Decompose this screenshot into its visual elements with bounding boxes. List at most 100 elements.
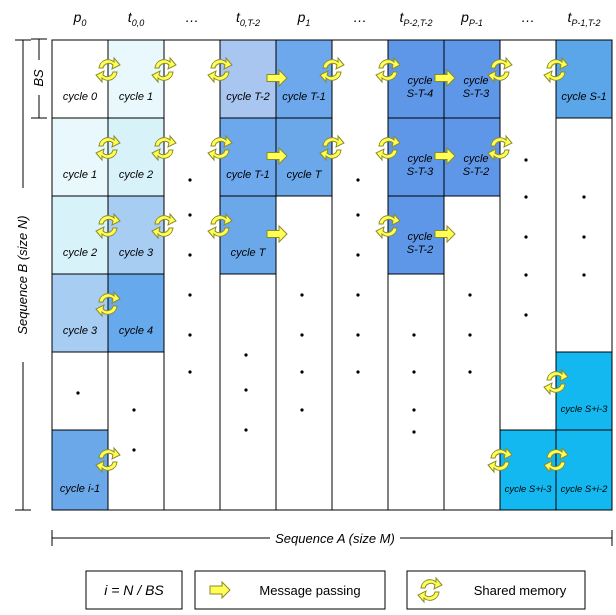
cycle-label: cycle 4 <box>119 325 153 337</box>
cell-8-5 <box>500 430 556 510</box>
ellipsis-dot <box>412 408 416 412</box>
ellipsis-dot <box>132 448 136 452</box>
shared-memory-icon <box>319 56 345 84</box>
shared-memory-icon <box>543 446 569 474</box>
ellipsis-dot <box>468 333 472 337</box>
cycle-label: cycle <box>407 231 432 243</box>
ellipsis-dot <box>524 195 528 199</box>
shared-memory-icon <box>95 56 121 84</box>
cell-1-0 <box>108 40 164 118</box>
column-header-1: t0,0 <box>128 9 144 28</box>
ellipsis-dot <box>188 178 192 182</box>
ellipsis-dot <box>300 293 304 297</box>
ellipsis-dot <box>468 370 472 374</box>
cycle-label: cycle <box>463 75 488 87</box>
column-header-4: p1 <box>297 9 311 28</box>
column-header-3: t0,T-2 <box>236 9 260 28</box>
sequence-b-axis: Sequence B (size N) <box>15 39 31 511</box>
message-passing-arrow-icon <box>266 68 288 88</box>
shared-memory-icon <box>375 56 401 84</box>
column-header-6: tP-2,T-2 <box>399 9 432 28</box>
legend-formula-box <box>85 570 183 610</box>
continuation-dots <box>76 158 586 452</box>
shared-memory-icon <box>95 134 121 162</box>
cycle-label: cycle 1 <box>63 169 97 181</box>
cycle-label: cycle S+i-2 <box>561 484 608 495</box>
ellipsis-dot <box>188 253 192 257</box>
cycle-label: cycle i-1 <box>60 483 100 495</box>
ellipsis-dot <box>356 333 360 337</box>
ellipsis-dot <box>524 313 528 317</box>
shared-memory-icon <box>95 290 121 318</box>
ellipsis-dot <box>300 333 304 337</box>
ellipsis-dot <box>412 333 416 337</box>
bs-bracket: BS <box>31 38 47 119</box>
ellipsis-dot <box>244 353 248 357</box>
cycle-label: S-T-2 <box>407 244 434 256</box>
cell-0-5 <box>52 430 108 510</box>
cycle-label: cycle <box>463 153 488 165</box>
cell-0-3 <box>52 274 108 352</box>
cycle-label: cycle <box>407 153 432 165</box>
column-header-5: … <box>353 9 367 25</box>
ellipsis-dot <box>300 370 304 374</box>
ellipsis-dot <box>412 430 416 434</box>
cycle-label: cycle 2 <box>119 169 153 181</box>
cycle-label: S-T-3 <box>463 88 490 100</box>
cycle-label: cycle 1 <box>119 91 153 103</box>
shared-memory-icon <box>487 134 513 162</box>
shared-memory-icon <box>95 446 121 474</box>
ellipsis-dot <box>468 293 472 297</box>
legend-shared-box <box>406 570 586 610</box>
ellipsis-dot <box>582 195 586 199</box>
grid-lines <box>51 39 613 511</box>
column-header-0: p0 <box>73 9 87 28</box>
message-passing-arrow-icon <box>434 146 456 166</box>
shared-memory-icon <box>151 56 177 84</box>
cycle-label: cycle <box>407 75 432 87</box>
ellipsis-dot <box>582 273 586 277</box>
ellipsis-dot <box>524 235 528 239</box>
legend: i = N / BS Message passing Shared memory <box>85 570 586 610</box>
ellipsis-dot <box>188 293 192 297</box>
cycle-label: cycle 3 <box>63 325 98 337</box>
cycle-label: cycle S-1 <box>561 91 606 103</box>
ellipsis-dot <box>356 253 360 257</box>
shared-memory-icon <box>375 212 401 240</box>
flow-icons <box>95 56 569 474</box>
column-header-7: pP-1 <box>460 9 483 28</box>
shared-memory-icon <box>417 576 443 604</box>
cell-1-3 <box>108 274 164 352</box>
cycle-label: cycle 2 <box>63 247 97 259</box>
shared-memory-icon <box>95 212 121 240</box>
ellipsis-dot <box>412 370 416 374</box>
cycle-label: S-T-4 <box>407 88 434 100</box>
cycle-label: cycle S+i-3 <box>505 484 552 495</box>
cycle-label: cycle T-1 <box>282 91 326 103</box>
arrow-icon <box>209 580 231 600</box>
cycle-label: cycle S+i-3 <box>561 404 608 415</box>
cycle-label: cycle T <box>231 247 267 259</box>
ellipsis-dot <box>356 213 360 217</box>
shared-memory-icon <box>487 446 513 474</box>
ellipsis-dot <box>188 370 192 374</box>
cell-0-2 <box>52 196 108 274</box>
cell-9-0 <box>556 40 612 118</box>
shared-memory-icon <box>543 368 569 396</box>
sequence-a-axis: Sequence A (size M) <box>51 530 613 546</box>
ellipsis-dot <box>524 273 528 277</box>
legend-formula: i = N / BS <box>104 582 164 598</box>
shared-memory-icon <box>543 56 569 84</box>
ellipsis-dot <box>356 178 360 182</box>
shared-memory-icon <box>207 212 233 240</box>
column-header-2: … <box>185 9 199 25</box>
cycle-label: cycle 3 <box>119 247 154 259</box>
cycle-label: cycle T <box>287 169 323 181</box>
cycle-label: cycle T-2 <box>226 91 270 103</box>
shared-memory-icon <box>207 134 233 162</box>
ellipsis-dot <box>188 333 192 337</box>
shared-memory-icon <box>319 134 345 162</box>
